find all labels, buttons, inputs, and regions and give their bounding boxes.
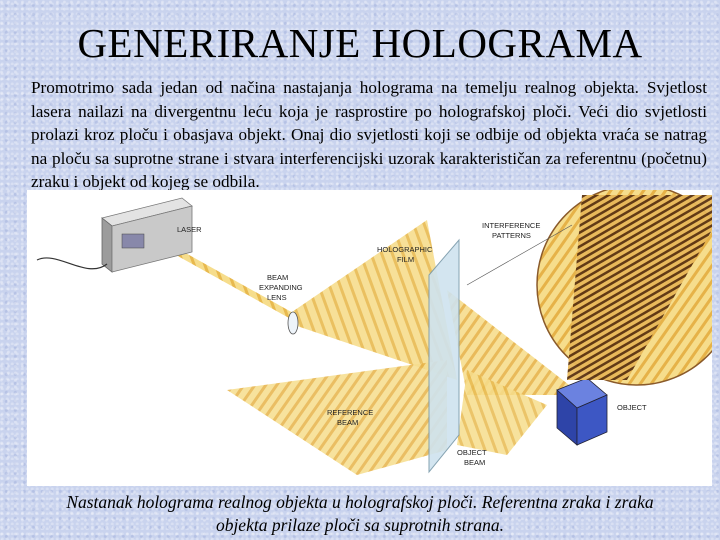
slide-title: GENERIRANJE HOLOGRAMA (0, 18, 720, 68)
label-interference-patterns-2: PATTERNS (492, 231, 531, 240)
label-object: OBJECT (617, 403, 647, 412)
label-object-beam-1: OBJECT (457, 448, 487, 457)
label-beam-expanding-lens-3: LENS (267, 293, 287, 302)
label-holographic-film-1: HOLOGRAPHIC (377, 245, 433, 254)
label-laser: LASER (177, 225, 202, 234)
laser-beam (167, 246, 295, 318)
beam-expanding-lens (288, 312, 298, 334)
caption-line-2: objekta prilaze ploči sa suprotnih stran… (216, 515, 504, 535)
holographic-film (429, 240, 459, 472)
label-beam-expanding-lens-1: BEAM (267, 273, 288, 282)
object-cube (557, 378, 607, 445)
label-holographic-film-2: FILM (397, 255, 414, 264)
label-beam-expanding-lens-2: EXPANDING (259, 283, 303, 292)
figure-caption: Nastanak holograma realnog objekta u hol… (20, 491, 700, 537)
label-reference-beam-1: REFERENCE (327, 408, 373, 417)
label-reference-beam-2: BEAM (337, 418, 358, 427)
laser-device (37, 198, 192, 272)
hologram-diagram: LASER BEAM EXPANDING LENS HOLOGRAPHIC FI… (27, 190, 712, 486)
hologram-diagram-svg: LASER BEAM EXPANDING LENS HOLOGRAPHIC FI… (27, 190, 712, 486)
caption-line-1: Nastanak holograma realnog objekta u hol… (66, 492, 653, 512)
label-interference-patterns-1: INTERFERENCE (482, 221, 540, 230)
label-object-beam-2: BEAM (464, 458, 485, 467)
